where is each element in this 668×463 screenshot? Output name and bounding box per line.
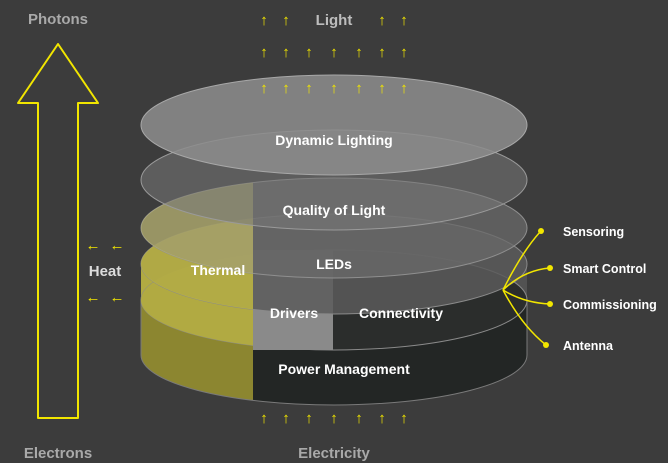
light-arrows: ↑ ↑ ↑ ↑ ↑ ↑ ↑ ↑ ↑ ↑ ↑ ↑ ↑ ↑ ↑ ↑ ↑ ↑ (260, 12, 408, 97)
dynamic-lighting-label: Dynamic Lighting (275, 132, 392, 148)
heat-arrows: ← ← ← ← (86, 237, 125, 306)
photons-label: Photons (28, 11, 88, 28)
connector-dot (543, 342, 549, 348)
up-arrow-icon: ↑ (355, 80, 363, 97)
up-arrow-icon: ↑ (378, 12, 386, 29)
up-arrow-icon: ↑ (260, 80, 268, 97)
electrons-label: Electrons (24, 445, 92, 462)
commissioning-label: Commissioning (563, 298, 657, 312)
up-arrow-icon: ↑ (282, 410, 290, 427)
connectivity-fanout (502, 231, 551, 346)
up-arrow-icon: ↑ (260, 410, 268, 427)
connector-dot (547, 301, 553, 307)
up-arrow-icon: ↑ (330, 44, 338, 61)
connector-dots (538, 228, 553, 348)
connector-line (502, 231, 541, 291)
electricity-label: Electricity (298, 445, 370, 462)
smart-control-label: Smart Control (563, 262, 646, 276)
up-arrow-icon: ↑ (400, 410, 408, 427)
left-arrow-icon: ← (110, 237, 125, 254)
dynamic-lighting-layer (140, 74, 528, 176)
drivers-label: Drivers (270, 305, 318, 321)
left-arrow-icon: ← (86, 237, 101, 254)
left-arrow-icon: ← (110, 289, 125, 306)
up-arrow-icon: ↑ (282, 44, 290, 61)
up-arrow-icon: ↑ (330, 410, 338, 427)
up-arrow-icon: ↑ (305, 80, 313, 97)
up-arrow-icon: ↑ (355, 44, 363, 61)
up-arrow-icon: ↑ (260, 12, 268, 29)
quality-of-light-label: Quality of Light (283, 202, 386, 218)
photon-arrow-outline (17, 43, 99, 419)
up-arrow-icon: ↑ (282, 80, 290, 97)
up-arrow-icon: ↑ (378, 80, 386, 97)
light-label: Light (316, 12, 353, 29)
connector-line (502, 267, 551, 291)
up-arrow-icon: ↑ (355, 410, 363, 427)
up-arrow-icon: ↑ (305, 410, 313, 427)
up-arrow-icon: ↑ (400, 44, 408, 61)
up-arrow-icon: ↑ (378, 410, 386, 427)
up-arrow-icon: ↑ (378, 44, 386, 61)
up-arrow-icon: ↑ (330, 80, 338, 97)
connector-line (502, 289, 547, 346)
left-arrow-icon: ← (86, 289, 101, 306)
leds-label: LEDs (316, 256, 352, 272)
up-arrow-icon: ↑ (260, 44, 268, 61)
electricity-arrows: ↑ ↑ ↑ ↑ ↑ ↑ ↑ (260, 410, 408, 427)
sensoring-label: Sensoring (563, 225, 624, 239)
heat-label: Heat (89, 263, 122, 280)
antenna-label: Antenna (563, 339, 614, 353)
up-arrow-icon: ↑ (400, 12, 408, 29)
power-management-label: Power Management (278, 361, 410, 377)
connector-dot (547, 265, 553, 271)
up-arrow-icon: ↑ (282, 12, 290, 29)
thermal-label: Thermal (191, 262, 245, 278)
connector-line (502, 289, 551, 305)
up-arrow-icon: ↑ (400, 80, 408, 97)
connector-dot (538, 228, 544, 234)
up-arrow-icon: ↑ (305, 44, 313, 61)
connectivity-label: Connectivity (359, 305, 443, 321)
